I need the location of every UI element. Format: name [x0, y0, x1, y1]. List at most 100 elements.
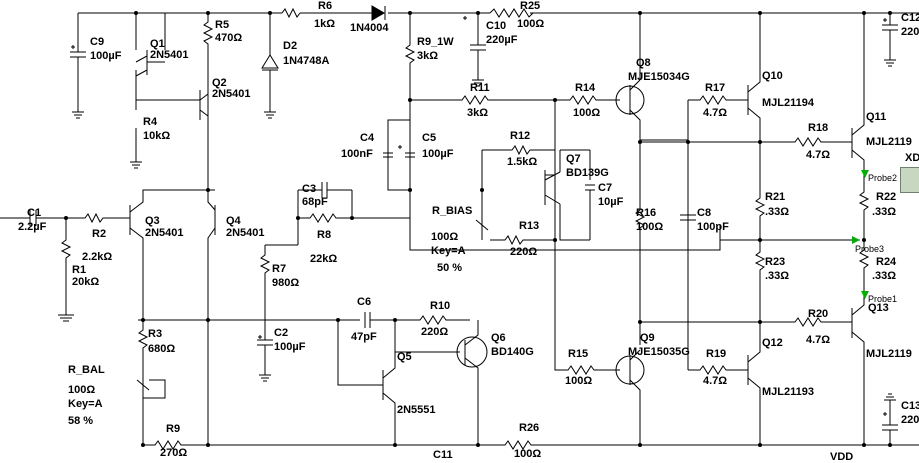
r9-value: 270Ω — [160, 447, 188, 459]
r26-value: 100Ω — [514, 448, 542, 460]
r12-ref: R12 — [510, 130, 531, 142]
r17-value: 4.7Ω — [703, 107, 728, 119]
r16-ref: R16 — [636, 207, 657, 219]
q1-part: 2N5401 — [150, 49, 189, 61]
q2-part: 2N5401 — [212, 88, 251, 100]
q8-ref: Q8 — [636, 57, 651, 69]
q2-ref: Q2 — [212, 77, 227, 89]
d1-part: 1N4004 — [350, 22, 389, 34]
r10-ref: R10 — [430, 300, 451, 312]
r13-value: 220Ω — [510, 246, 538, 258]
c4-ref: C4 — [360, 132, 375, 144]
c8-value: 100pF — [697, 221, 729, 233]
r19-ref: R19 — [706, 348, 727, 360]
q10-part: MJL21194 — [762, 97, 814, 109]
r15-value: 100Ω — [565, 375, 593, 387]
r8-ref: R8 — [317, 229, 332, 241]
probe3-label[interactable]: Probe3 — [855, 244, 885, 254]
c5-ref: C5 — [422, 132, 437, 144]
c13-ref: C13 — [901, 400, 919, 412]
q3-part: 2N5401 — [145, 227, 184, 239]
r13-ref: R13 — [519, 220, 540, 232]
r22-value: .33Ω — [872, 206, 897, 218]
r15-ref: R15 — [568, 348, 589, 360]
rbal-percent: 58 % — [68, 415, 94, 427]
probe1-label[interactable]: Probe1 — [868, 294, 898, 304]
q5-ref: Q5 — [397, 351, 412, 363]
r19-value: 4.7Ω — [703, 375, 728, 387]
q9-ref: Q9 — [640, 332, 655, 344]
xd-label: XD — [905, 152, 919, 164]
q12-ref: Q12 — [762, 337, 783, 349]
q13-part: MJL2119 — [866, 348, 912, 360]
c2-value: 100µF — [274, 341, 306, 353]
c9-ref: C9 — [90, 36, 105, 48]
r11-ref: R11 — [470, 82, 490, 94]
r7-ref: R7 — [272, 263, 287, 275]
rbal-ref: R_BAL — [68, 364, 105, 376]
q1-ref: Q1 — [150, 38, 165, 50]
r10-value: 220Ω — [421, 326, 449, 338]
r23-value: .33Ω — [765, 270, 790, 282]
r16-value: 100Ω — [636, 221, 664, 233]
r25-value: 100Ω — [517, 18, 545, 30]
c5-value: 100µF — [422, 148, 454, 160]
q5-part: 2N5551 — [397, 404, 436, 416]
r2-ref: R2 — [92, 228, 107, 240]
c11-ref: C11 — [433, 449, 453, 461]
probe-display-box[interactable] — [900, 167, 919, 193]
q3-ref: Q3 — [145, 215, 160, 227]
r5-ref: R5 — [215, 19, 230, 31]
r11-value: 3kΩ — [467, 107, 489, 119]
c1-ref: C1 — [27, 207, 42, 219]
vdd-label: VDD — [830, 451, 854, 463]
q7-part: BD139G — [566, 167, 609, 179]
r25-ref: R25 — [520, 0, 541, 12]
r8-value: 22kΩ — [310, 253, 338, 265]
c2-ref: C2 — [274, 327, 289, 339]
q13-ref: Q13 — [868, 302, 889, 314]
r4-value: 10kΩ — [143, 130, 171, 142]
r6-value: 1kΩ — [314, 18, 336, 30]
rbias-percent: 50 % — [437, 262, 463, 274]
probe2-label[interactable]: Probe2 — [868, 173, 898, 183]
rbal-key: Key=A — [68, 398, 103, 410]
d2-ref: D2 — [283, 40, 298, 52]
r2-value: 2.2kΩ — [82, 251, 113, 263]
q11-ref: Q11 — [866, 111, 887, 123]
c10-value: 220µF — [486, 34, 518, 46]
r9-1w-ref: R9_1W — [417, 36, 454, 48]
rbias-key: Key=A — [431, 245, 466, 257]
r23-ref: R23 — [765, 256, 786, 268]
r6-ref: R6 — [318, 0, 333, 12]
r1-ref: R1 — [72, 264, 87, 276]
r9-ref: R9 — [166, 423, 181, 435]
rbal-value: 100Ω — [68, 384, 96, 396]
r17-ref: R17 — [705, 82, 726, 94]
c6-ref: C6 — [357, 296, 372, 308]
r18-value: 4.7Ω — [806, 149, 831, 161]
c12-ref: C12 — [901, 12, 919, 24]
c8-ref: C8 — [697, 207, 712, 219]
c6-value: 47pF — [351, 331, 377, 343]
c4-value: 100nF — [341, 148, 373, 160]
r7-value: 980Ω — [272, 277, 300, 289]
c12-value: 220 — [901, 26, 919, 38]
r24-ref: R24 — [876, 256, 897, 268]
r21-value: .33Ω — [765, 206, 790, 218]
q12-part: MJL21193 — [762, 386, 814, 398]
c7-ref: C7 — [598, 182, 613, 194]
q8-part: MJE15034G — [628, 71, 690, 83]
r25-resistor — [489, 8, 545, 18]
c7-value: 10µF — [598, 196, 624, 208]
q4-part: 2N5401 — [226, 227, 265, 239]
r5-value: 470Ω — [215, 32, 243, 44]
q11-part: MJL2119 — [866, 136, 912, 148]
q6-part: BD140G — [491, 346, 534, 358]
q4-ref: Q4 — [226, 215, 241, 227]
r22-ref: R22 — [876, 191, 897, 203]
r4-ref: R4 — [143, 116, 158, 128]
c10-ref: C10 — [486, 20, 507, 32]
r14-ref: R14 — [575, 82, 596, 94]
